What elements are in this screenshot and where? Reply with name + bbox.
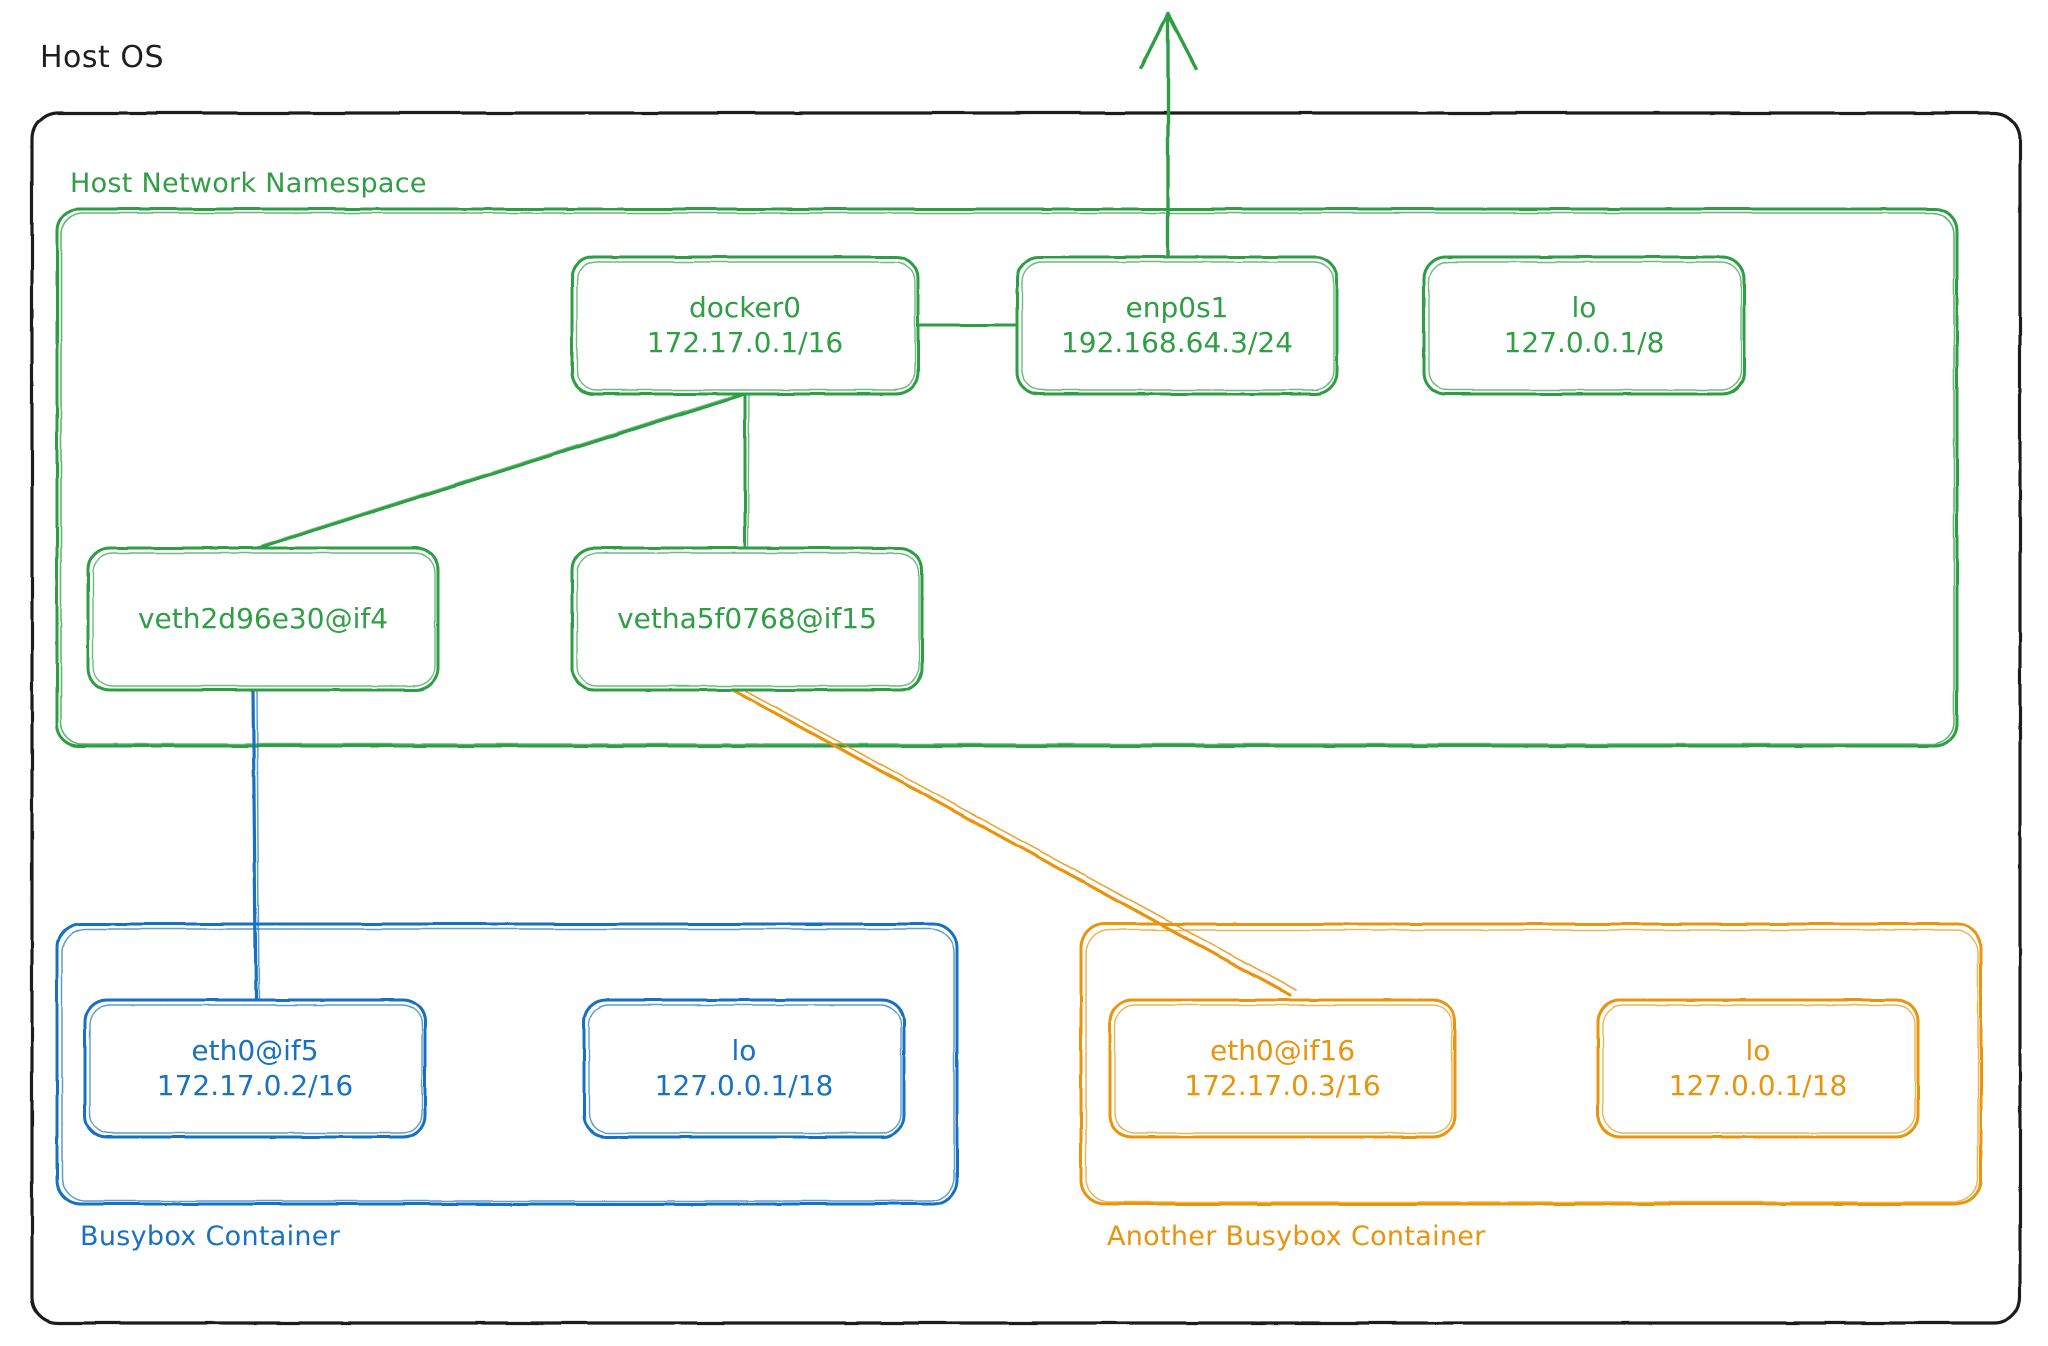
node-eth0-if16[interactable] xyxy=(1108,998,1457,1139)
busybox-container-frame xyxy=(55,922,959,1206)
node-enp0s1[interactable] xyxy=(1015,255,1339,396)
node-another-busybox-lo[interactable] xyxy=(1596,998,1920,1139)
connection-docker0-veth2d96e30 xyxy=(256,390,749,550)
connection-vetha5f0768-eth0if16 xyxy=(731,687,1297,997)
connection-veth2d96e30-eth0if5 xyxy=(251,687,260,1006)
connection-docker0-vetha5f0768 xyxy=(743,391,750,552)
another-busybox-container-frame xyxy=(1079,922,1983,1206)
node-veth2d96e30[interactable] xyxy=(86,546,440,692)
host-os-title: Host OS xyxy=(40,40,164,75)
external-uplink-arrow xyxy=(1139,12,1198,302)
host-namespace-title: Host Network Namespace xyxy=(70,168,427,199)
host-namespace-frame xyxy=(55,207,1959,748)
node-host-lo[interactable] xyxy=(1422,255,1746,396)
host-os-frame xyxy=(30,111,2022,1325)
another-busybox-container-title: Another Busybox Container xyxy=(1107,1221,1486,1252)
node-busybox-lo[interactable] xyxy=(582,998,906,1139)
busybox-container-title: Busybox Container xyxy=(80,1221,341,1252)
node-docker0[interactable] xyxy=(570,255,920,396)
node-eth0-if5[interactable] xyxy=(83,998,427,1139)
node-vetha5f0768[interactable] xyxy=(570,546,924,692)
